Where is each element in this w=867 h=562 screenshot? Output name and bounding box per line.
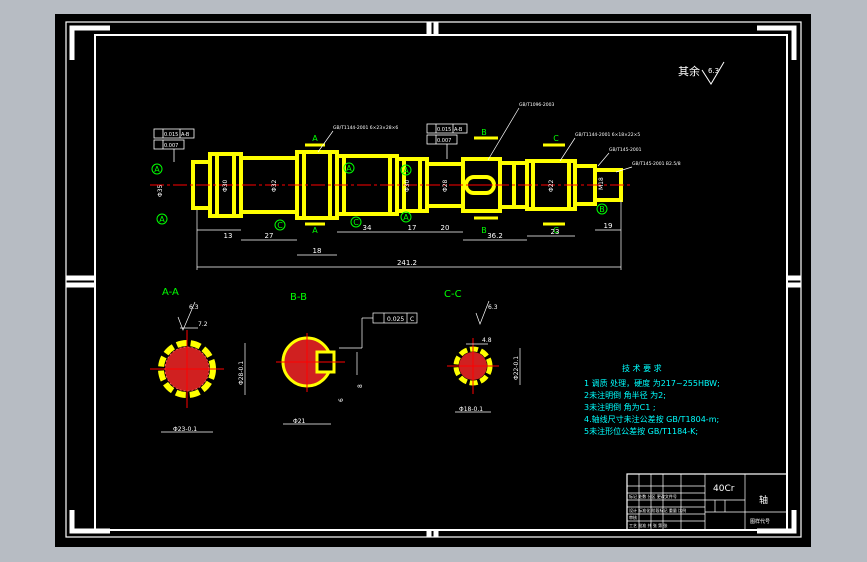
svg-text:Φ28-0.1: Φ28-0.1 (238, 361, 245, 385)
svg-text:C: C (277, 221, 283, 230)
svg-text:B: B (481, 226, 487, 235)
tb-drawing-no: 图样代号 (750, 518, 770, 525)
marker-letters: A A C A C A A B A A B B C C (154, 128, 604, 235)
svg-text:20: 20 (441, 224, 450, 232)
note-5: 5未注形位公差按 GB/T1184-K; (584, 426, 698, 436)
note-2: 2未注明倒 角半径 为2; (584, 390, 666, 400)
svg-text:34: 34 (363, 224, 372, 232)
svg-text:23: 23 (551, 228, 560, 236)
svg-text:0.025: 0.025 (387, 316, 404, 323)
svg-text:19: 19 (604, 222, 613, 230)
svg-text:GB/T145-2001: GB/T145-2001 (609, 147, 642, 153)
svg-text:C: C (353, 218, 359, 227)
roughness-value: 6.3 (708, 67, 719, 75)
svg-text:Φ22: Φ22 (548, 179, 555, 192)
svg-text:4.8: 4.8 (482, 337, 492, 344)
svg-text:17: 17 (408, 224, 417, 232)
svg-text:Φ18-0.1: Φ18-0.1 (459, 406, 483, 413)
svg-text:A-B: A-B (454, 127, 463, 133)
drawing-sheet (55, 14, 811, 547)
svg-text:A: A (154, 165, 160, 174)
svg-text:18: 18 (313, 247, 322, 255)
tb-row-4: 工艺 批准 共 张 第 张 (629, 522, 667, 528)
svg-text:Φ23-0.1: Φ23-0.1 (173, 426, 197, 433)
section-bb (276, 333, 345, 392)
svg-text:M18: M18 (598, 177, 605, 190)
svg-text:241.2: 241.2 (397, 259, 417, 267)
svg-text:0.007: 0.007 (164, 143, 178, 149)
notes-title: 技 术 要 求 (622, 363, 662, 373)
svg-text:Φ28: Φ28 (442, 179, 449, 192)
title-block (626, 473, 788, 531)
svg-text:A: A (346, 164, 352, 173)
tb-row-1: 标记 处数 分区 更改文件号 (629, 493, 677, 499)
svg-text:13: 13 (224, 232, 233, 240)
tb-row-2: 设计 标准化 阶段标记 重量 比例 (629, 507, 686, 513)
svg-text:27: 27 (265, 232, 274, 240)
svg-text:C: C (553, 226, 559, 235)
svg-text:Φ21: Φ21 (293, 418, 306, 425)
frame-corner-marks (66, 22, 801, 537)
svg-text:6: 6 (338, 398, 345, 402)
section-aa-title: A-A (162, 287, 179, 298)
svg-text:A: A (312, 226, 318, 235)
roughness-symbol (701, 61, 725, 85)
svg-text:0.007: 0.007 (437, 138, 451, 144)
svg-text:GB/T1096-2003: GB/T1096-2003 (519, 102, 555, 108)
svg-text:7.2: 7.2 (198, 321, 208, 328)
svg-text:Φ32: Φ32 (271, 179, 278, 192)
diameter-text: Φ35 Φ30 Φ32 Φ30 Φ28 Φ22 M18 (157, 177, 605, 197)
svg-text:B: B (599, 205, 605, 214)
tolerance-frames (153, 123, 468, 162)
svg-text:GB/T145-2001 B2.5/8: GB/T145-2001 B2.5/8 (632, 161, 681, 167)
note-3: 3未注明倒 角为C1 ; (584, 402, 656, 412)
svg-text:6.3: 6.3 (488, 304, 498, 311)
tb-part-name: 轴 (759, 494, 768, 506)
svg-text:GB/T1144-2001 6×18×22×5: GB/T1144-2001 6×18×22×5 (575, 132, 640, 138)
tb-row-3: 审核 (629, 514, 637, 520)
roughness-note: 其余 (678, 64, 700, 78)
note-4: 4.轴线尺寸未注公差按 GB/T1804-m; (584, 414, 719, 424)
shaft-main-view (150, 136, 630, 226)
section-cc-title: C-C (444, 289, 462, 300)
svg-text:A: A (403, 166, 409, 175)
svg-text:A-B: A-B (181, 132, 190, 138)
svg-text:GB/T1144-2001 6×23×28×6: GB/T1144-2001 6×23×28×6 (333, 125, 398, 131)
svg-text:36.2: 36.2 (487, 232, 503, 240)
svg-text:6.3: 6.3 (189, 304, 199, 311)
svg-text:Φ30: Φ30 (222, 179, 229, 192)
svg-text:8: 8 (357, 384, 364, 388)
svg-text:B: B (481, 128, 487, 137)
svg-text:C: C (553, 134, 559, 143)
datum-markers (151, 162, 608, 231)
tb-material: 40Cr (713, 484, 735, 494)
note-1: 1 调质 处理，硬度 为217~255HBW; (584, 378, 720, 388)
svg-text:A: A (403, 213, 409, 222)
svg-text:A: A (312, 134, 318, 143)
technical-notes: 技 术 要 求 1 调质 处理，硬度 为217~255HBW; 2未注明倒 角半… (584, 363, 720, 436)
standard-notes: GB/T1144-2001 6×23×28×6 GB/T1096-2003 GB… (333, 102, 681, 167)
svg-text:Φ35: Φ35 (157, 184, 164, 197)
section-bb-title: B-B (290, 292, 307, 303)
tolerance-text: 0.015 A-B 0.007 0.015 A-B 0.007 (164, 127, 463, 149)
svg-text:0.015: 0.015 (164, 132, 178, 138)
main-dimension-text: 13 27 18 34 17 20 36.2 23 19 241.2 (224, 222, 613, 267)
svg-text:A: A (159, 215, 165, 224)
main-dimensions (196, 200, 622, 270)
svg-text:C: C (410, 316, 414, 323)
svg-text:Φ22-0.1: Φ22-0.1 (513, 356, 520, 380)
svg-text:0.015: 0.015 (437, 127, 451, 133)
section-cc (447, 338, 499, 394)
svg-text:Φ30: Φ30 (404, 179, 411, 192)
section-aa (150, 330, 224, 408)
